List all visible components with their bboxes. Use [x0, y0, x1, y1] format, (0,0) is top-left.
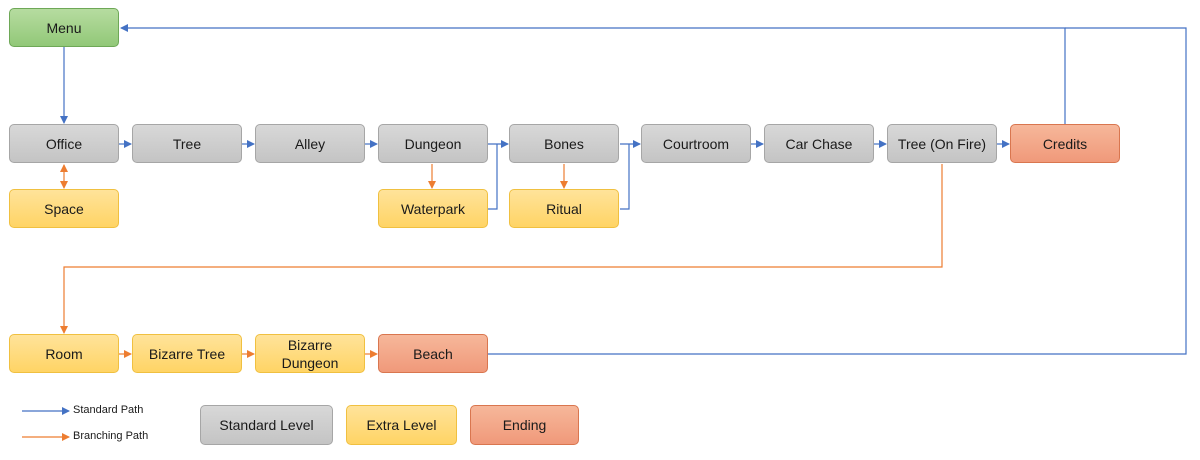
- node-car-chase-label: Car Chase: [785, 135, 853, 152]
- edge-credits-menu: [120, 24, 1066, 124]
- node-tree-label: Tree: [172, 135, 202, 152]
- node-dungeon-label: Dungeon: [404, 135, 462, 152]
- node-waterpark: Waterpark: [378, 189, 488, 228]
- legend-extra-level-label: Extra Level: [366, 417, 437, 433]
- node-courtroom-label: Courtroom: [662, 135, 730, 152]
- node-ritual: Ritual: [509, 189, 619, 228]
- node-space: Space: [9, 189, 119, 228]
- legend-standard-path-label: Standard Path: [73, 404, 144, 416]
- node-waterpark-label: Waterpark: [400, 200, 466, 217]
- node-room-label: Room: [45, 345, 83, 362]
- node-alley: Alley: [255, 124, 365, 163]
- node-alley-label: Alley: [294, 135, 326, 152]
- node-tree-on-fire-label: Tree (On Fire): [897, 135, 987, 152]
- edge-treefire-room: [60, 164, 943, 334]
- node-bizarre-dungeon: Bizarre Dungeon: [255, 334, 365, 373]
- legend-ending: Ending: [470, 405, 579, 445]
- node-bizarre-tree-label: Bizarre Tree: [148, 345, 226, 362]
- legend-branching-path-label: Branching Path: [73, 430, 149, 442]
- node-ritual-label: Ritual: [546, 200, 582, 217]
- node-office: Office: [9, 124, 119, 163]
- node-beach-label: Beach: [413, 345, 453, 362]
- node-beach: Beach: [378, 334, 488, 373]
- node-credits: Credits: [1010, 124, 1120, 163]
- node-menu-label: Menu: [46, 19, 82, 36]
- node-credits-label: Credits: [1042, 135, 1088, 152]
- node-space-label: Space: [44, 200, 84, 217]
- node-bizarre-tree: Bizarre Tree: [132, 334, 242, 373]
- node-bones-label: Bones: [544, 135, 584, 152]
- node-courtroom: Courtroom: [641, 124, 751, 163]
- node-office-label: Office: [45, 135, 83, 152]
- node-bizarre-dungeon-label-line1: Bizarre: [287, 336, 333, 353]
- node-car-chase: Car Chase: [764, 124, 874, 163]
- edge-beach-menu: [488, 27, 1187, 355]
- node-tree-on-fire: Tree (On Fire): [887, 124, 997, 163]
- legend-ending-label: Ending: [502, 417, 547, 433]
- legend-standard-level: Standard Level: [200, 405, 333, 445]
- node-menu: Menu: [9, 8, 119, 47]
- legend-extra-level: Extra Level: [346, 405, 457, 445]
- node-tree: Tree: [132, 124, 242, 163]
- node-dungeon: Dungeon: [378, 124, 488, 163]
- node-bones: Bones: [509, 124, 619, 163]
- edge-ritual-courtroom: [620, 144, 630, 210]
- node-bizarre-dungeon-label-line2: Dungeon: [281, 354, 339, 371]
- node-room: Room: [9, 334, 119, 373]
- legend-standard-level-label: Standard Level: [219, 417, 314, 433]
- edge-waterpark-bones: [488, 144, 498, 210]
